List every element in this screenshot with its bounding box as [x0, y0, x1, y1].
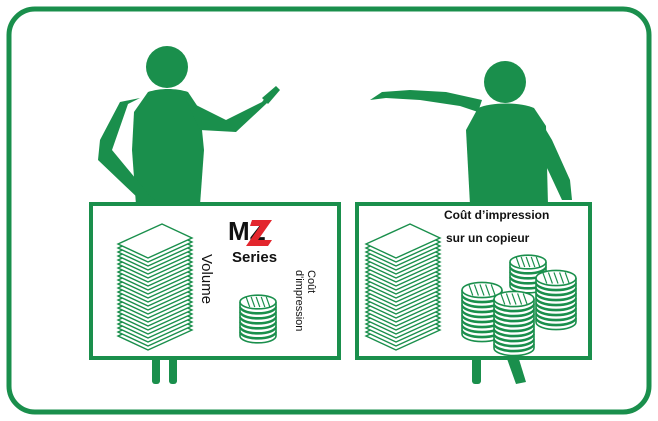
mz-series-logo: MZ Series [228, 216, 277, 266]
volume-label: Volume [198, 254, 215, 304]
logo-series: Series [232, 249, 277, 266]
coin-stripe [255, 296, 261, 308]
coin-stack-icon [461, 254, 577, 357]
coin-stripe [535, 256, 541, 268]
coin-stripe [245, 296, 251, 308]
right-title-line2: sur un copieur [446, 231, 530, 245]
coin-stripe [468, 284, 474, 296]
coin-stripe [511, 293, 517, 305]
logo-red-slash [246, 220, 272, 246]
coin-stripe [559, 272, 565, 284]
coin-stripe [500, 293, 506, 305]
coin-stripe [547, 272, 553, 284]
paper-sheet [364, 223, 442, 259]
coin-stripe [473, 284, 479, 296]
paper-stack-icon [364, 223, 442, 351]
coin-stripe [525, 256, 531, 268]
coin-stripe [485, 284, 491, 296]
shrugging-person-icon [370, 61, 572, 384]
left-panel: MZ Series Volume Coût d'impression [89, 202, 341, 360]
paper-sheet [116, 223, 194, 259]
coin-stripe [490, 284, 496, 296]
paper-stack-icon [116, 223, 194, 351]
cost-label-line2: d'impression [293, 270, 305, 331]
coin-stripe [479, 284, 485, 296]
coin-stripe [520, 256, 526, 268]
cost-label-line1: Coût [305, 270, 317, 293]
coin-stripe [522, 293, 528, 305]
pointing-person-icon [98, 46, 280, 384]
coin-stripe [517, 293, 523, 305]
coin-stripe [564, 272, 570, 284]
coin-stripe [250, 296, 256, 308]
coin-stripe [505, 293, 511, 305]
coin-stripe [265, 296, 271, 308]
right-title-line1: Coût d’impression [444, 208, 549, 222]
coin-stack-icon [239, 294, 277, 344]
coin-stripe [260, 296, 266, 308]
coin-stripe [530, 256, 536, 268]
coin-stripe [515, 256, 521, 268]
coin-stripe [542, 272, 548, 284]
right-panel: Coût d’impression sur un copieur [355, 202, 592, 360]
coin-stripe [553, 272, 559, 284]
